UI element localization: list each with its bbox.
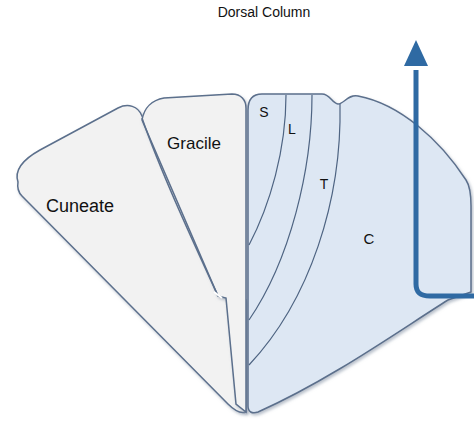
layer-letter: C	[364, 230, 375, 248]
entry-arrowhead	[404, 40, 428, 66]
gracile-region	[142, 94, 246, 412]
layer-line	[249, 95, 286, 245]
cleft-line	[214, 292, 222, 298]
region-node: Cuneate	[42, 194, 118, 219]
region-node: Gracile	[163, 132, 225, 156]
blue-dorsal-region	[248, 94, 471, 413]
entry-arrow	[416, 70, 474, 296]
layer-letter: S	[259, 104, 268, 121]
layer-line	[249, 104, 340, 365]
region-label: Gracile	[167, 134, 221, 154]
diagram-title: Dorsal Column	[218, 4, 311, 21]
region-label: Cuneate	[46, 196, 114, 217]
layer-letter: T	[320, 176, 329, 193]
layer-letter: L	[288, 121, 296, 138]
